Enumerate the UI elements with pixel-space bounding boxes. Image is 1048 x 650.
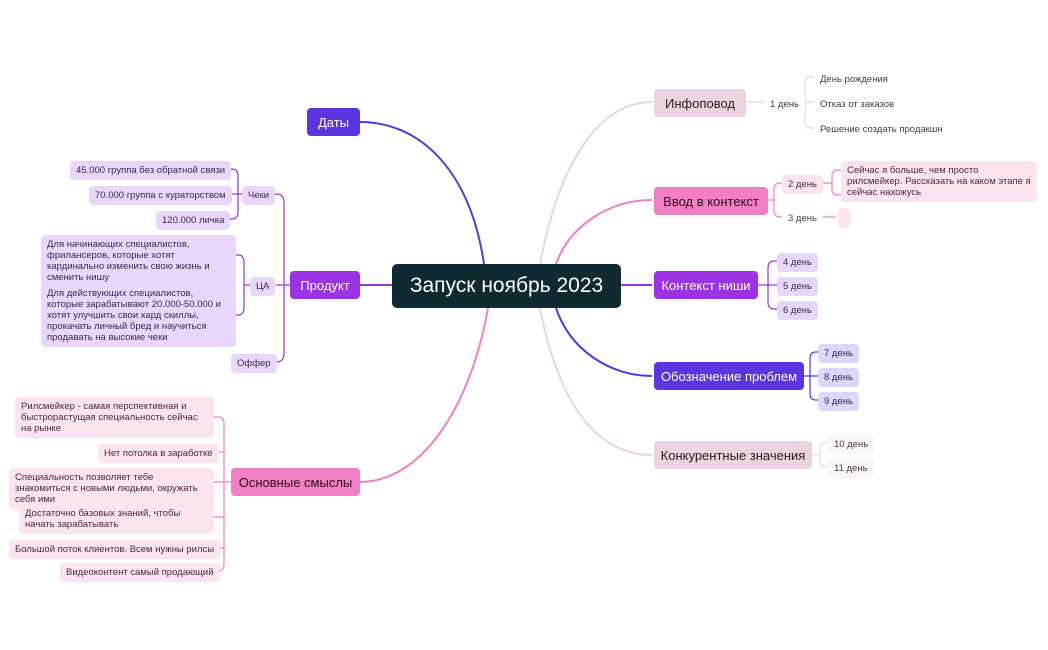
nisha-day[interactable]: 5 день: [777, 277, 818, 296]
link-root-problemy: [555, 307, 653, 377]
smysly-item[interactable]: Специальность позволяет тебе знакомиться…: [9, 468, 214, 509]
topic-daty[interactable]: Даты: [307, 108, 360, 136]
cheki-item[interactable]: 70.000 группа с кураторством: [89, 186, 232, 205]
smysly-item[interactable]: Большой поток клиентов. Всем нужны рилсы: [9, 540, 221, 559]
topic-problemy[interactable]: Обозначение проблем: [654, 362, 804, 390]
produkt-offer[interactable]: Оффер: [231, 354, 277, 373]
produkt-ca[interactable]: ЦА: [250, 277, 276, 296]
infopovod-item[interactable]: Отказ от заказов: [814, 95, 901, 114]
link-root-konkurent: [539, 307, 653, 456]
smysly-item[interactable]: Рилсмейкер - самая перспективная и быстр…: [15, 397, 214, 438]
link-root-smysly: [359, 307, 489, 483]
nisha-day[interactable]: 6 день: [777, 301, 818, 320]
infopovod-day[interactable]: 1 день: [764, 95, 805, 114]
nisha-day[interactable]: 4 день: [777, 253, 818, 272]
infopovod-item[interactable]: День рождения: [814, 70, 894, 89]
topic-produkt[interactable]: Продукт: [290, 271, 360, 299]
topic-nisha[interactable]: Контекст ниши: [654, 271, 758, 299]
link-root-kontekst: [555, 199, 653, 265]
topic-kontekst[interactable]: Ввод в контекст: [654, 187, 768, 215]
konkurent-day[interactable]: 10 день: [828, 435, 875, 454]
topic-konkurent[interactable]: Конкурентные значения: [654, 441, 812, 469]
smysly-item[interactable]: Нет потолка в заработке: [98, 444, 219, 463]
ca-item[interactable]: Для действующих специалистов, которые за…: [41, 284, 236, 347]
kontekst-day-2-note[interactable]: Сейчас я больше, чем просто рилсмейкер. …: [841, 161, 1037, 202]
link-root-infopovod: [539, 101, 653, 265]
topic-smysly[interactable]: Основные смыслы: [231, 468, 360, 496]
kontekst-day-2[interactable]: 2 день: [782, 175, 823, 194]
kontekst-day-3[interactable]: 3 день: [782, 209, 823, 228]
root-topic[interactable]: Запуск ноябрь 2023: [392, 264, 621, 308]
konkurent-day[interactable]: 11 день: [828, 459, 874, 478]
cheki-item[interactable]: 120.000 личка: [156, 211, 231, 230]
smysly-item[interactable]: Достаточно базовых знаний, чтобы начать …: [19, 504, 214, 534]
problemy-day[interactable]: 8 день: [818, 368, 859, 387]
produkt-cheki[interactable]: Чеки: [242, 186, 276, 205]
infopovod-item[interactable]: Решение создать продакшн: [814, 120, 949, 139]
kontekst-day-3-note[interactable]: [838, 208, 850, 228]
topic-infopovod[interactable]: Инфоповод: [654, 89, 746, 117]
cheki-item[interactable]: 45.000 группа без обратной связи: [70, 161, 232, 180]
ca-item[interactable]: Для начинающих специалистов, фрилансеров…: [41, 235, 236, 287]
problemy-day[interactable]: 7 день: [818, 344, 859, 363]
problemy-day[interactable]: 9 день: [818, 392, 859, 411]
link-root-daty: [359, 121, 485, 265]
smysly-item[interactable]: Видеоконтент самый продающий: [60, 563, 220, 582]
